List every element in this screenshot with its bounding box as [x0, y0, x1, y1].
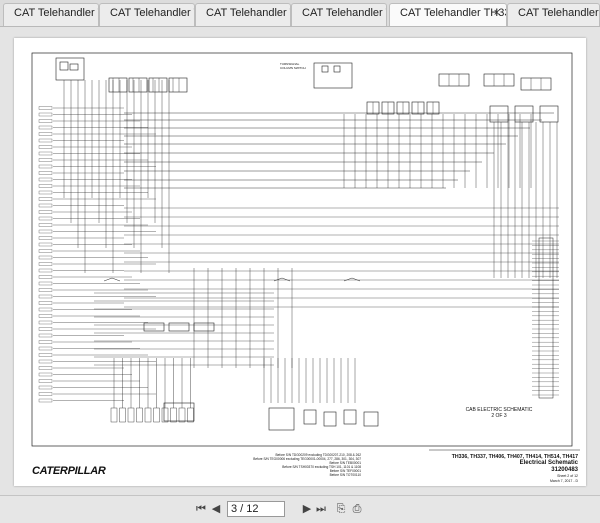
sheet-title-line2: 2 OF 3	[491, 413, 507, 419]
doc-date: March 7, 2017 - D	[549, 479, 578, 483]
tab-label: CAT Telehandler T	[518, 7, 600, 19]
tab-1[interactable]: CAT Telehandler TH3...	[3, 3, 99, 26]
tab-3[interactable]: CAT Telehandler TH3...	[195, 3, 291, 26]
wiring-diagram	[31, 52, 580, 451]
serial-note: Before S/N TOT00110	[329, 472, 361, 477]
serial-note: Before S/N TDG00209 excluding TDG00207-2…	[275, 453, 361, 457]
serial-note: Before S/N TEG00006 excluding TEG00001-0…	[253, 456, 361, 461]
sheet-title-line1: CAB ELECTRIC SCHEMATIC	[465, 407, 533, 413]
sheet-number: Sheet 2 of 12	[557, 474, 578, 478]
tab-label: CAT Telehandler TH3...	[14, 7, 98, 19]
tab-label: CAT Telehandler TH3...	[110, 7, 194, 19]
page-number-input[interactable]: 3 / 12	[227, 501, 285, 517]
caterpillar-logo: CATERPILLAR	[32, 465, 106, 477]
tab-4[interactable]: CAT Telehandler TH3...	[291, 3, 387, 26]
close-tab-icon[interactable]: ×	[493, 7, 500, 19]
prev-page-icon[interactable]: ◀	[211, 503, 221, 515]
tab-label: CAT Telehandler TH3...	[206, 7, 290, 19]
tab-2[interactable]: CAT Telehandler TH3...	[99, 3, 195, 26]
tab-5-active[interactable]: CAT Telehandler TH33... ×	[389, 3, 507, 26]
viewer-toolbar: ⏮ ◀ 3 / 12 ▶ ⏭ ⎘ ⎙	[0, 495, 600, 523]
tab-label: CAT Telehandler TH33...	[400, 7, 506, 19]
tab-6[interactable]: CAT Telehandler T	[507, 3, 600, 26]
serial-note: Before S/N TEB00001	[329, 460, 361, 465]
first-page-icon[interactable]: ⏮	[196, 503, 206, 515]
doc-title: Electrical Schematic	[519, 460, 578, 466]
document-viewer[interactable]: CAB ELECTRIC SCHEMATIC 2 OF 3 TURNSIGNAL…	[0, 27, 600, 495]
upper-switch-label: TURNSIGNAL COLUMN SWITCH	[280, 62, 306, 70]
model-list: TH336, TH337, TH406, TH407, TH414, TH514…	[451, 454, 578, 460]
tab-bar: CAT Telehandler TH3... CAT Telehandler T…	[0, 0, 600, 27]
print-icon[interactable]: ⎙	[352, 503, 362, 515]
sheet-title: CAB ELECTRIC SCHEMATIC 2 OF 3	[452, 407, 546, 419]
serial-note: Before S/N TSH00370 excluding TSH 101, 1…	[282, 464, 361, 469]
tab-label: CAT Telehandler TH3...	[302, 7, 386, 19]
copy-icon[interactable]: ⎘	[336, 503, 346, 515]
next-page-icon[interactable]: ▶	[302, 503, 312, 515]
last-page-icon[interactable]: ⏭	[316, 503, 326, 515]
schematic-page: CAB ELECTRIC SCHEMATIC 2 OF 3 TURNSIGNAL…	[14, 38, 586, 486]
serial-notes: Before S/N TDG00209 excluding TDG00207-2…	[221, 453, 361, 477]
serial-note: Before S/N TEF00001	[329, 468, 361, 473]
doc-number: 31200483	[551, 467, 578, 473]
